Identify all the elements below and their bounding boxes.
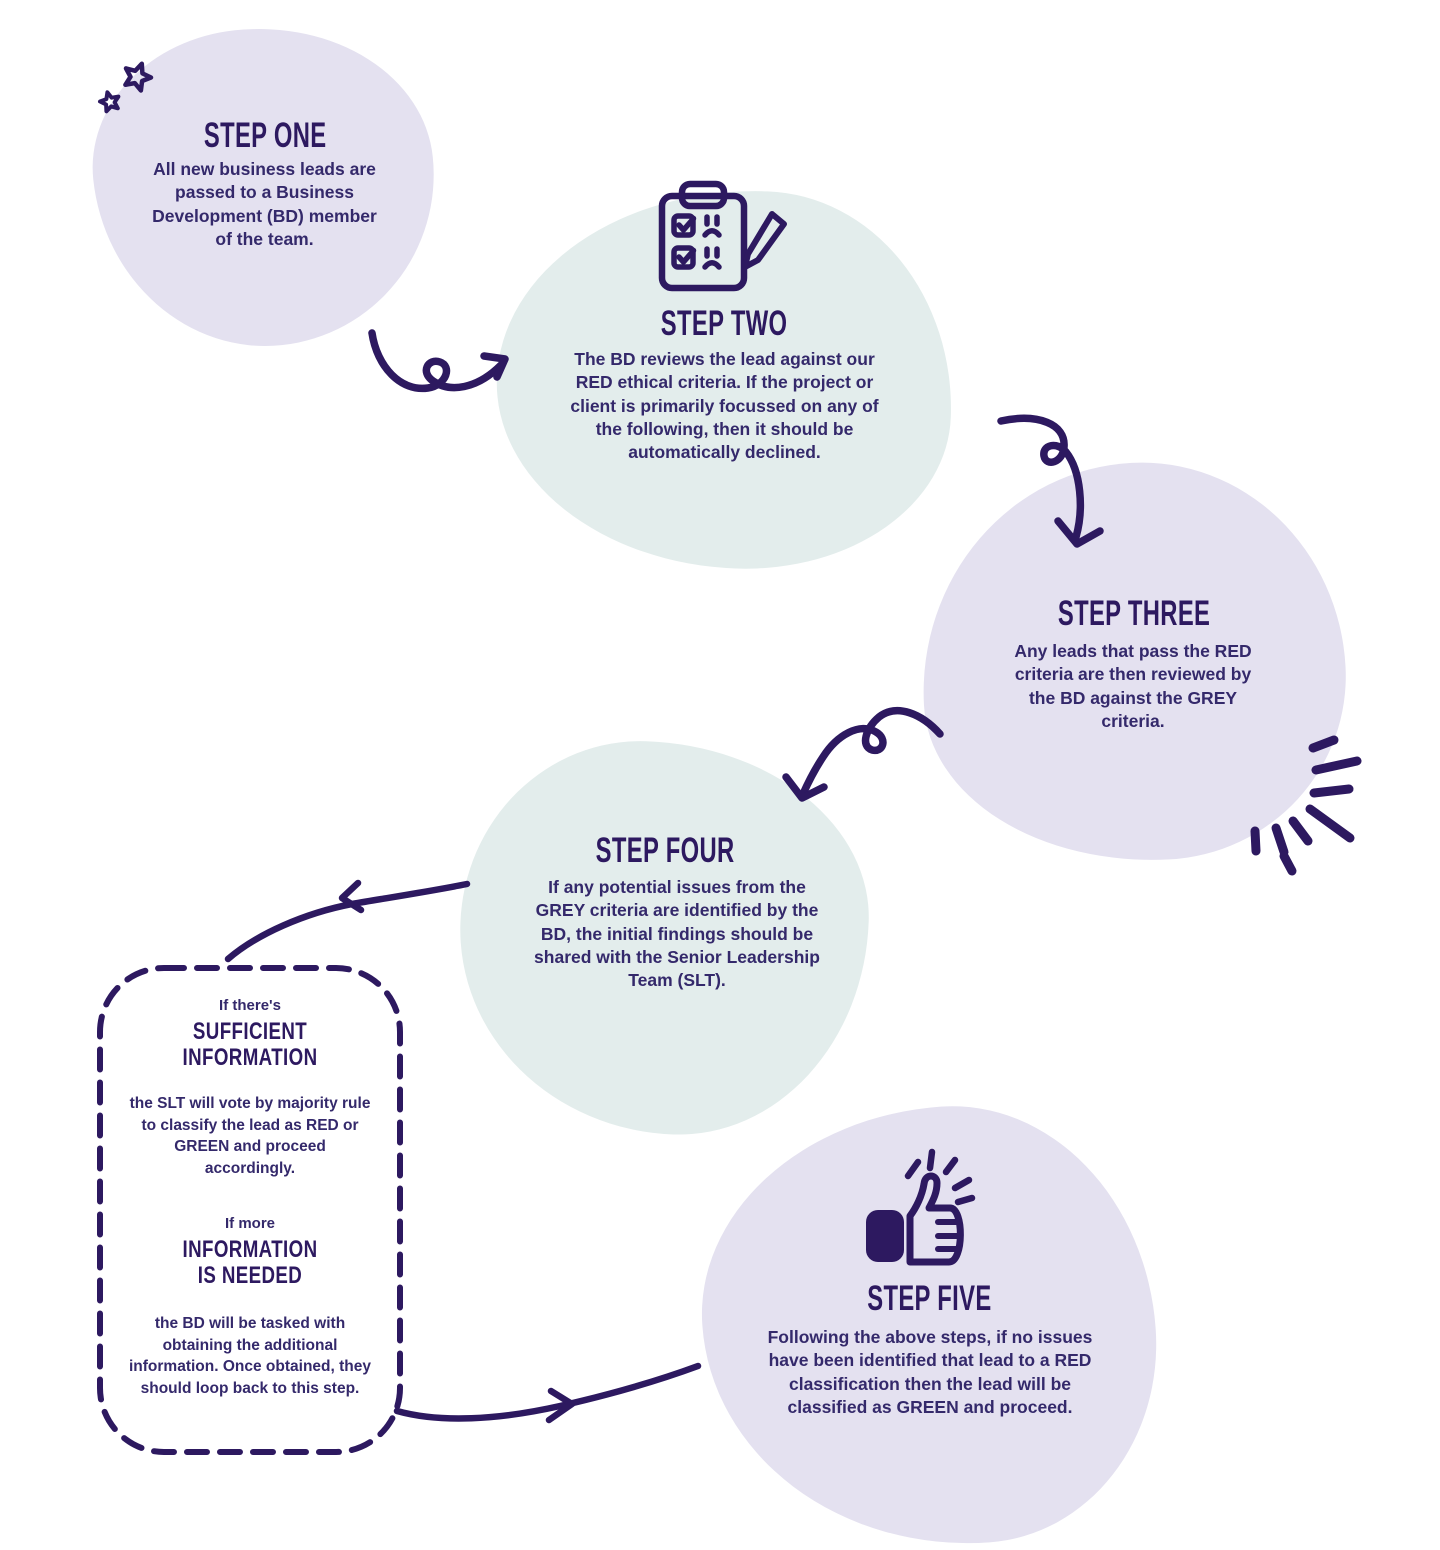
step-four-body: If any potential issues from the GREY cr… (534, 877, 820, 991)
arrow-step4-to-decision-box (224, 879, 471, 963)
thumbs-up-icon (866, 1148, 976, 1266)
decision-box: If there's SUFFICIENT INFORMATION the SL… (97, 965, 403, 1455)
more-info-intro: If more (224, 1215, 275, 1232)
step-one-title-text: STEP ONE (203, 116, 327, 155)
more-info-heading: INFORMATION IS NEEDED (182, 1236, 318, 1290)
step-two-title: STEP TWO (497, 306, 952, 341)
arrow-step3-to-step4 (782, 706, 944, 802)
step-three-title-text: STEP THREE (1058, 594, 1211, 633)
arrow-decision-box-to-step5 (393, 1362, 702, 1424)
sufficient-info-intro: If there's (219, 997, 281, 1014)
step-three-body: Any leads that pass the RED criteria are… (1014, 641, 1252, 731)
step-five-title: STEP FIVE (703, 1281, 1155, 1316)
step-one-title: STEP ONE (95, 118, 435, 153)
more-info-body: the BD will be tasked with obtaining the… (129, 1315, 371, 1398)
step-five-title-text: STEP FIVE (866, 1279, 992, 1318)
step-two-title-text: STEP TWO (661, 304, 788, 343)
step-one-body: All new business leads are passed to a B… (152, 159, 377, 249)
step-two-body: The BD reviews the lead against our RED … (570, 349, 879, 463)
step-five-body: Following the above steps, if no issues … (767, 1327, 1093, 1417)
sufficient-info-body: the SLT will vote by majority rule to cl… (129, 1095, 371, 1178)
step-four-title: STEP FOUR (460, 833, 870, 868)
checklist-pencil-icon (658, 180, 787, 292)
step-three-title: STEP THREE (922, 596, 1347, 631)
decision-box-border (97, 965, 403, 1455)
arrow-step1-to-step2 (368, 329, 509, 393)
step-four-title-text: STEP FOUR (595, 831, 735, 870)
sufficient-info-heading: SUFFICIENT INFORMATION (182, 1018, 318, 1072)
